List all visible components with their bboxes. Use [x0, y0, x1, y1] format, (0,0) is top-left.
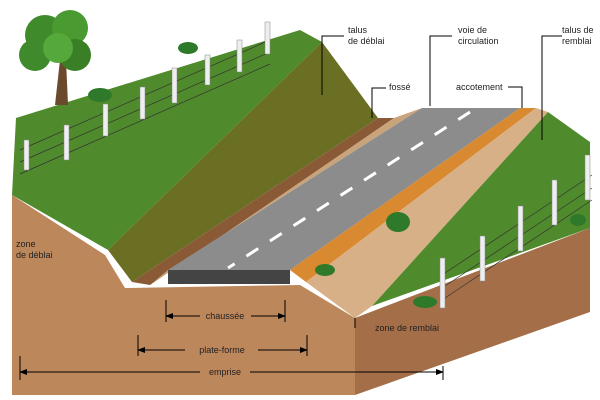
road	[168, 108, 520, 270]
ditch	[132, 118, 394, 285]
lane-marking	[227, 110, 471, 270]
dimension-lines	[19, 300, 444, 380]
cut-slope	[108, 42, 378, 282]
tree-icon	[19, 10, 91, 105]
fill-slope	[306, 108, 548, 318]
label-emprise: emprise	[209, 367, 241, 377]
label-plate-forme: plate-forme	[199, 345, 245, 355]
label-chaussee: chaussée	[206, 311, 245, 321]
road-edge	[168, 270, 290, 284]
right-field	[372, 112, 590, 306]
fence-posts-left	[23, 21, 271, 171]
soil-front-face	[12, 195, 355, 395]
bushes	[88, 42, 586, 308]
label-accotement: accotement	[456, 82, 503, 92]
leader-lines	[321, 35, 562, 328]
right-fence	[441, 174, 593, 301]
fence-posts-right	[439, 154, 591, 309]
right-shoulder	[290, 108, 536, 282]
label-fosse: fossé	[389, 82, 411, 92]
soil-side-face	[355, 228, 590, 395]
label-zone-remblai: zone de remblai	[375, 323, 439, 333]
left-field	[12, 30, 322, 250]
